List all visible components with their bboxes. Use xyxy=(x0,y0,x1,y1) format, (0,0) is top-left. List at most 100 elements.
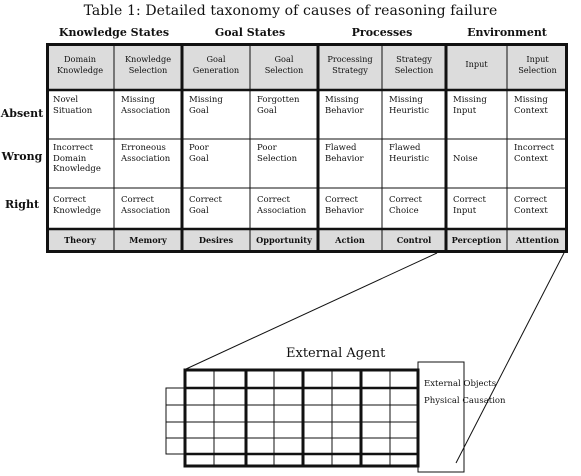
cell-line: Forgotten xyxy=(257,95,300,105)
cell-wrong: Noise xyxy=(453,143,505,164)
cell-line: Knowledge xyxy=(124,54,172,64)
cell-line: Missing xyxy=(453,95,487,105)
cell-line: Goal xyxy=(274,54,294,64)
external-objects-label: External Objects xyxy=(424,379,497,389)
cell-footer: Perception xyxy=(446,235,507,246)
cell-line: Missing xyxy=(121,95,155,105)
cell-line: Flawed xyxy=(389,143,421,153)
cell-line: Correct xyxy=(257,195,290,205)
cell-line: Perception xyxy=(451,235,502,245)
row-label-absent: Absent xyxy=(0,107,44,120)
cell-line: Correct xyxy=(189,195,222,205)
cell-line: Context xyxy=(514,205,548,216)
cell-line: Choice xyxy=(389,205,419,216)
cell-line: Context xyxy=(514,105,548,116)
cell-line: Correct xyxy=(453,195,486,205)
zoom-line-right xyxy=(455,252,565,464)
cell-line: Knowledge xyxy=(53,164,101,174)
cell-line: Domain xyxy=(63,54,97,64)
cell-line: Goal xyxy=(257,105,277,116)
cell-line: Correct xyxy=(514,195,547,205)
cell-line: Knowledge xyxy=(53,205,101,216)
cell-footer: Memory xyxy=(114,235,182,246)
cell-line: Erroneous xyxy=(121,143,166,153)
cell-footer: Action xyxy=(318,235,382,246)
cell-line: Opportunity xyxy=(256,235,312,245)
cell-line: Selection xyxy=(128,64,168,75)
footer-band xyxy=(46,229,568,253)
cell-line: Correct xyxy=(53,195,86,205)
cell-line: Incorrect xyxy=(53,143,94,153)
cell-line: Desires xyxy=(198,235,234,245)
cell-line: Missing xyxy=(189,95,223,105)
group-knowledge-states: Knowledge States xyxy=(58,26,170,39)
group-processes: Processes xyxy=(351,26,413,39)
cell-line: Poor xyxy=(189,143,209,153)
cell-line: Selection xyxy=(257,153,298,164)
cell-line: Selection xyxy=(394,64,434,75)
cell-line: Goal xyxy=(189,153,209,164)
cell-line: Strategy xyxy=(332,64,368,75)
cell-footer: Desires xyxy=(182,235,250,246)
cell-line: Selection xyxy=(518,64,557,75)
agent-grid xyxy=(183,368,420,468)
cell-line: Domain xyxy=(53,153,87,164)
cell-line: Poor xyxy=(257,143,277,153)
zoom-line-left xyxy=(185,252,438,370)
cell-line: Missing xyxy=(514,95,548,105)
header-band xyxy=(46,43,568,90)
cell-line: Context xyxy=(514,153,548,164)
cell-line: Selection xyxy=(264,64,304,75)
cell-line: Control xyxy=(396,235,432,245)
cell-line: Input xyxy=(453,205,477,216)
cell-header: Input xyxy=(446,59,507,70)
cell-footer: Attention xyxy=(507,235,568,246)
cell-footer: Opportunity xyxy=(250,235,318,246)
cell-line: Knowledge xyxy=(56,64,104,75)
cell-line: Noise xyxy=(453,153,478,164)
cell-line: Correct xyxy=(121,195,154,205)
row-label-wrong: Wrong xyxy=(1,150,43,163)
cell-line: Association xyxy=(257,205,307,216)
cell-line: Input xyxy=(526,54,549,64)
cell-line: Goal xyxy=(206,54,226,64)
cell-line: Behavior xyxy=(325,105,364,116)
cell-line: Situation xyxy=(53,105,93,116)
cell-footer: Control xyxy=(382,235,446,246)
cell-line: Correct xyxy=(325,195,358,205)
cell-line: Goal xyxy=(189,205,209,216)
row-label-right: Right xyxy=(4,198,40,211)
cell-line: Heuristic xyxy=(389,153,429,164)
cell-footer: Theory xyxy=(46,235,114,246)
cell-line: Memory xyxy=(129,235,167,245)
cell-line: Incorrect xyxy=(514,143,555,153)
cell-line: Missing xyxy=(325,95,359,105)
cell-line: Action xyxy=(335,235,365,245)
cell-line: Processing xyxy=(327,54,373,64)
table-caption: Table 1: Detailed taxonomy of causes of … xyxy=(83,3,498,19)
agent-side-grid xyxy=(165,387,186,455)
taxonomy-grid xyxy=(46,43,568,253)
cell-line: Correct xyxy=(389,195,422,205)
